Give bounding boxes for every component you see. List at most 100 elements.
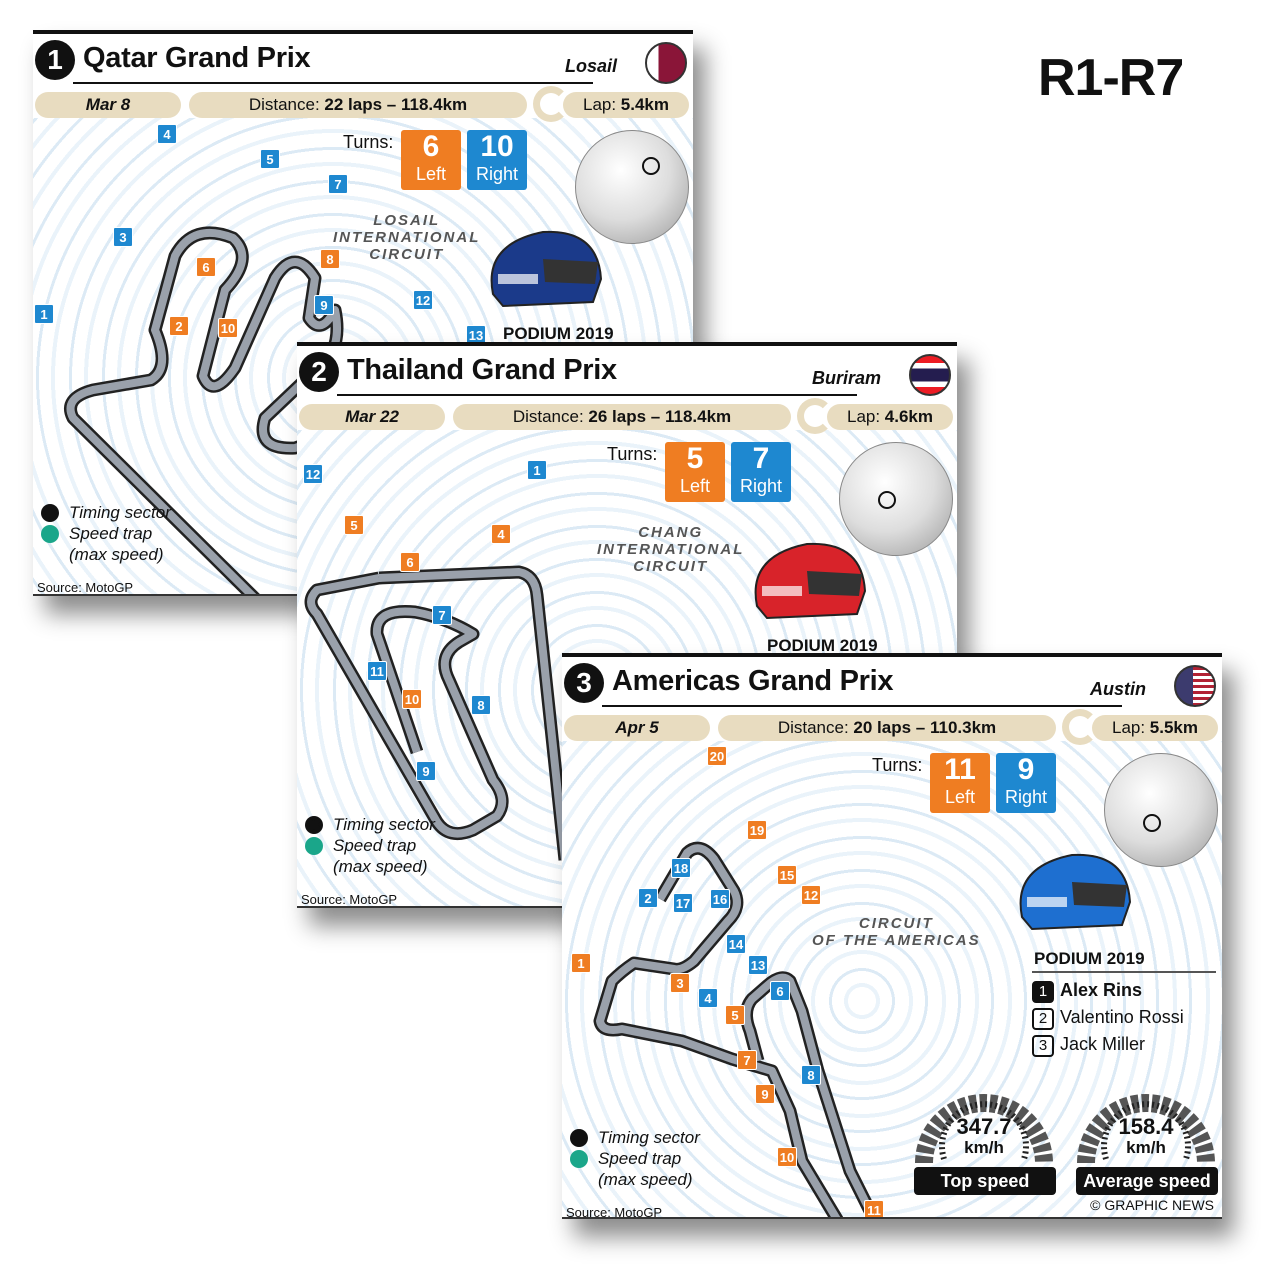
turn-marker: 5 xyxy=(344,515,364,535)
turn-marker: 11 xyxy=(864,1200,884,1217)
turn-marker: 1 xyxy=(527,460,547,480)
track-outline xyxy=(593,841,881,1217)
turn-marker: 6 xyxy=(770,981,790,1001)
race-panel-thailand: 2 Thailand Grand Prix Buriram Mar 22 Dis… xyxy=(297,342,957,908)
round-number: 3 xyxy=(564,663,604,703)
race-location: Austin xyxy=(1090,679,1146,699)
race-panel-americas: 3 Americas Grand Prix Austin Apr 5 Dista… xyxy=(562,653,1222,1219)
race-location: Buriram xyxy=(811,368,881,388)
race-distance: Distance: 26 laps – 118.4km xyxy=(453,404,791,430)
circuit-name: CIRCUIT OF THE AMERICAS xyxy=(812,915,981,949)
speed-trap-icon xyxy=(305,837,323,855)
gauge-label: Top speed xyxy=(914,1167,1056,1195)
globe-location-icon xyxy=(575,130,689,244)
race-distance: Distance: 22 laps – 118.4km xyxy=(189,92,527,118)
turn-marker: 6 xyxy=(196,257,216,277)
turn-marker: 10 xyxy=(402,689,422,709)
source-note: Source: MotoGP xyxy=(301,892,398,907)
flag-icon xyxy=(909,354,951,396)
turn-marker: 3 xyxy=(113,227,133,247)
timing-sector-icon xyxy=(305,816,323,834)
flag-icon xyxy=(645,42,687,84)
turn-marker: 5 xyxy=(725,1005,745,1025)
legend-timing-sector: Timing sector xyxy=(39,502,171,523)
lap-arrow-icon xyxy=(1062,709,1098,745)
race-date: Mar 8 xyxy=(35,92,181,118)
round-number: 1 xyxy=(35,40,75,80)
helmet-icon xyxy=(1012,847,1132,937)
divider xyxy=(602,705,1122,707)
lap-length: Lap: 5.5km xyxy=(1092,715,1218,741)
helmet-icon xyxy=(747,536,867,626)
lap-length: Lap: 4.6km xyxy=(827,404,953,430)
turn-marker: 7 xyxy=(432,605,452,625)
legend-timing-sector: Timing sector xyxy=(568,1127,700,1148)
rounds-heading: R1-R7 xyxy=(1038,49,1184,107)
legend-timing-sector: Timing sector xyxy=(303,814,435,835)
timing-sector-icon xyxy=(41,504,59,522)
legend: Timing sector Speed trap(max speed) xyxy=(39,502,171,565)
turn-marker: 9 xyxy=(755,1084,775,1104)
legend: Timing sector Speed trap(max speed) xyxy=(568,1127,700,1190)
gauge-dial xyxy=(915,1094,1053,1164)
circuit-name: LOSAIL INTERNATIONAL CIRCUIT xyxy=(333,212,481,263)
divider xyxy=(1032,971,1216,973)
turn-marker: 17 xyxy=(673,893,693,913)
race-date: Mar 22 xyxy=(299,404,445,430)
circuit-name: CHANG INTERNATIONAL CIRCUIT xyxy=(597,524,745,575)
turn-marker: 4 xyxy=(698,988,718,1008)
legend: Timing sector Speed trap(max speed) xyxy=(303,814,435,877)
turn-marker: 8 xyxy=(801,1065,821,1085)
turn-marker: 10 xyxy=(777,1147,797,1167)
round-number: 2 xyxy=(299,352,339,392)
turn-marker: 2 xyxy=(169,316,189,336)
turn-marker: 6 xyxy=(400,552,420,572)
podium-heading: PODIUM 2019 xyxy=(503,324,614,343)
race-title: Thailand Grand Prix xyxy=(347,354,617,386)
turn-marker: 16 xyxy=(710,889,730,909)
turn-marker: 12 xyxy=(303,464,323,484)
track-outline xyxy=(304,565,572,861)
turn-marker: 19 xyxy=(747,820,767,840)
race-title: Qatar Grand Prix xyxy=(83,42,311,74)
turn-marker: 4 xyxy=(491,524,511,544)
lap-length: Lap: 5.4km xyxy=(563,92,689,118)
turn-marker: 15 xyxy=(777,865,797,885)
speed-trap-icon xyxy=(41,525,59,543)
turn-marker: 12 xyxy=(801,885,821,905)
race-date: Apr 5 xyxy=(564,715,710,741)
source-note: Source: MotoGP xyxy=(37,580,134,595)
turn-marker: 11 xyxy=(367,661,387,681)
divider xyxy=(337,394,857,396)
turn-marker: 10 xyxy=(218,318,238,338)
turn-marker: 18 xyxy=(671,858,691,878)
legend-speed-trap: Speed trap(max speed) xyxy=(39,523,171,565)
turn-marker: 7 xyxy=(328,174,348,194)
turn-marker: 20 xyxy=(707,746,727,766)
turn-marker: 13 xyxy=(748,955,768,975)
turn-marker: 8 xyxy=(471,695,491,715)
lap-arrow-icon xyxy=(797,398,833,434)
legend-speed-trap: Speed trap(max speed) xyxy=(568,1148,700,1190)
turn-marker: 9 xyxy=(416,761,436,781)
podium-heading: PODIUM 2019 xyxy=(1034,949,1145,968)
divider xyxy=(73,82,593,84)
turn-marker: 3 xyxy=(670,973,690,993)
turn-marker: 8 xyxy=(320,249,340,269)
turn-marker: 12 xyxy=(413,290,433,310)
turns-label: Turns: xyxy=(607,444,658,464)
turn-marker: 5 xyxy=(260,149,280,169)
gauge-label: Average speed xyxy=(1076,1167,1218,1195)
race-location: Losail xyxy=(564,56,617,76)
speed-trap-icon xyxy=(570,1150,588,1168)
copyright: © GRAPHIC NEWS xyxy=(1090,1197,1214,1213)
turn-marker: 4 xyxy=(157,124,177,144)
